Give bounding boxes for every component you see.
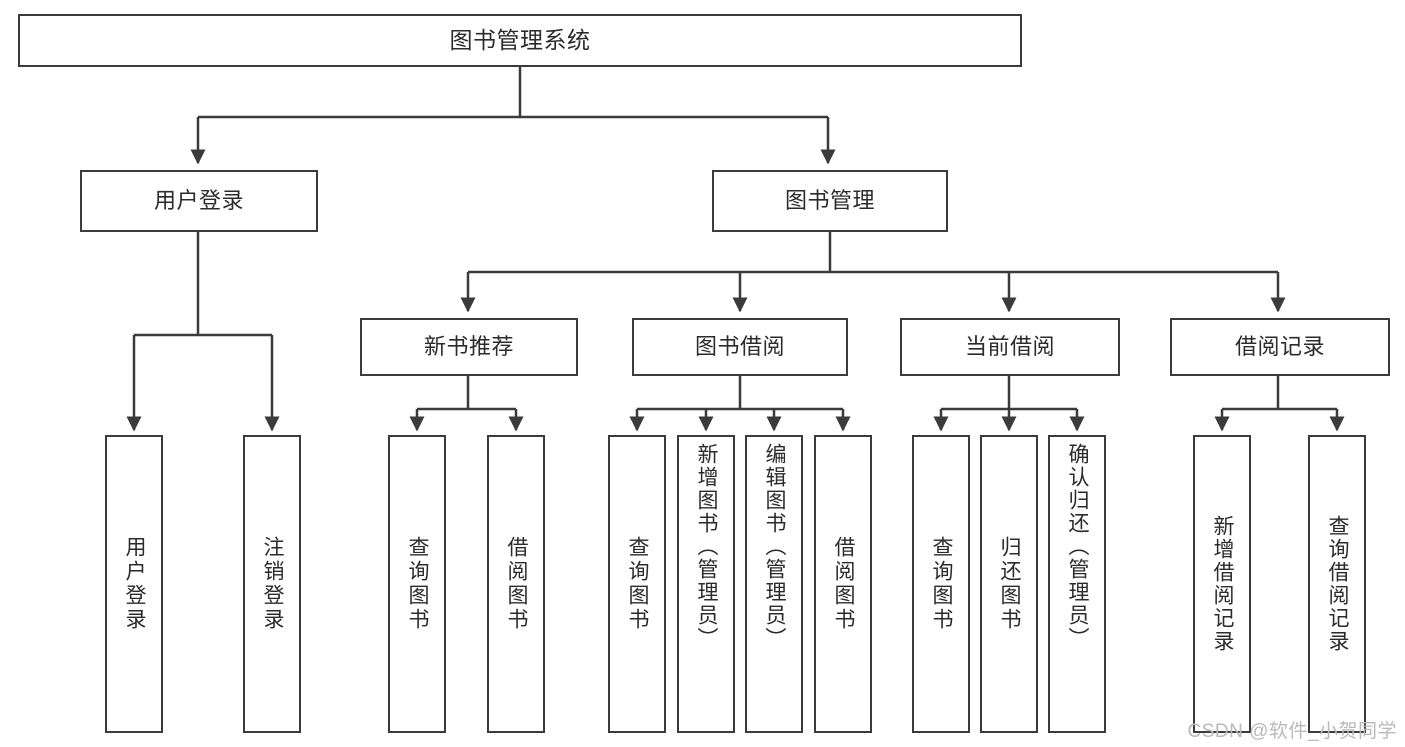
node-label: 查询借阅记录 <box>1326 515 1350 653</box>
node-label: 新增借阅记录 <box>1211 515 1235 653</box>
node-book-borrow[interactable]: 图书借阅 <box>632 318 848 376</box>
node-label: 用户登录 <box>153 187 244 213</box>
node-label: 查询图书 <box>626 536 650 632</box>
node-leaf-confirm-return-admin[interactable]: 确认归还（管理员） <box>1048 435 1106 733</box>
node-user-login[interactable]: 用户登录 <box>80 170 318 232</box>
node-leaf-borrow-book[interactable]: 借阅图书 <box>814 435 872 733</box>
node-leaf-user-login[interactable]: 用户登录 <box>105 435 163 733</box>
node-leaf-query-book-recommend[interactable]: 查询图书 <box>388 435 446 733</box>
node-label: 图书管理系统 <box>449 26 591 53</box>
node-leaf-edit-book-admin[interactable]: 编辑图书（管理员） <box>745 435 803 733</box>
node-label: 借阅图书 <box>832 536 856 632</box>
node-label: 编辑图书（管理员） <box>763 443 787 650</box>
node-label: 查询图书 <box>930 536 954 632</box>
node-label: 图书管理 <box>784 187 875 213</box>
node-current-borrow[interactable]: 当前借阅 <box>900 318 1120 376</box>
csdn-watermark: CSDN @软件_小贺同学 <box>1187 721 1397 742</box>
node-leaf-borrow-book-recommend[interactable]: 借阅图书 <box>487 435 545 733</box>
node-label: 归还图书 <box>998 536 1022 632</box>
node-label: 新书推荐 <box>423 333 514 359</box>
node-label: 借阅图书 <box>505 536 529 632</box>
node-leaf-query-borrow-record[interactable]: 查询借阅记录 <box>1308 435 1366 733</box>
node-new-book-recommend[interactable]: 新书推荐 <box>360 318 578 376</box>
node-leaf-return-book[interactable]: 归还图书 <box>980 435 1038 733</box>
node-leaf-query-book-current[interactable]: 查询图书 <box>912 435 970 733</box>
node-root-system[interactable]: 图书管理系统 <box>18 14 1022 67</box>
node-label: 当前借阅 <box>964 333 1055 359</box>
node-label: 借阅记录 <box>1234 333 1325 359</box>
node-leaf-query-book-borrow[interactable]: 查询图书 <box>608 435 666 733</box>
node-leaf-add-borrow-record[interactable]: 新增借阅记录 <box>1193 435 1251 733</box>
node-borrow-record[interactable]: 借阅记录 <box>1170 318 1390 376</box>
node-book-management[interactable]: 图书管理 <box>712 170 948 232</box>
node-label: 注销登录 <box>261 536 285 632</box>
node-label: 图书借阅 <box>694 333 785 359</box>
node-leaf-logout-login[interactable]: 注销登录 <box>243 435 301 733</box>
node-label: 用户登录 <box>123 536 147 632</box>
node-leaf-add-book-admin[interactable]: 新增图书（管理员） <box>677 435 735 733</box>
node-label: 查询图书 <box>406 536 430 632</box>
node-label: 新增图书（管理员） <box>695 443 719 650</box>
node-label: 确认归还（管理员） <box>1066 443 1090 650</box>
